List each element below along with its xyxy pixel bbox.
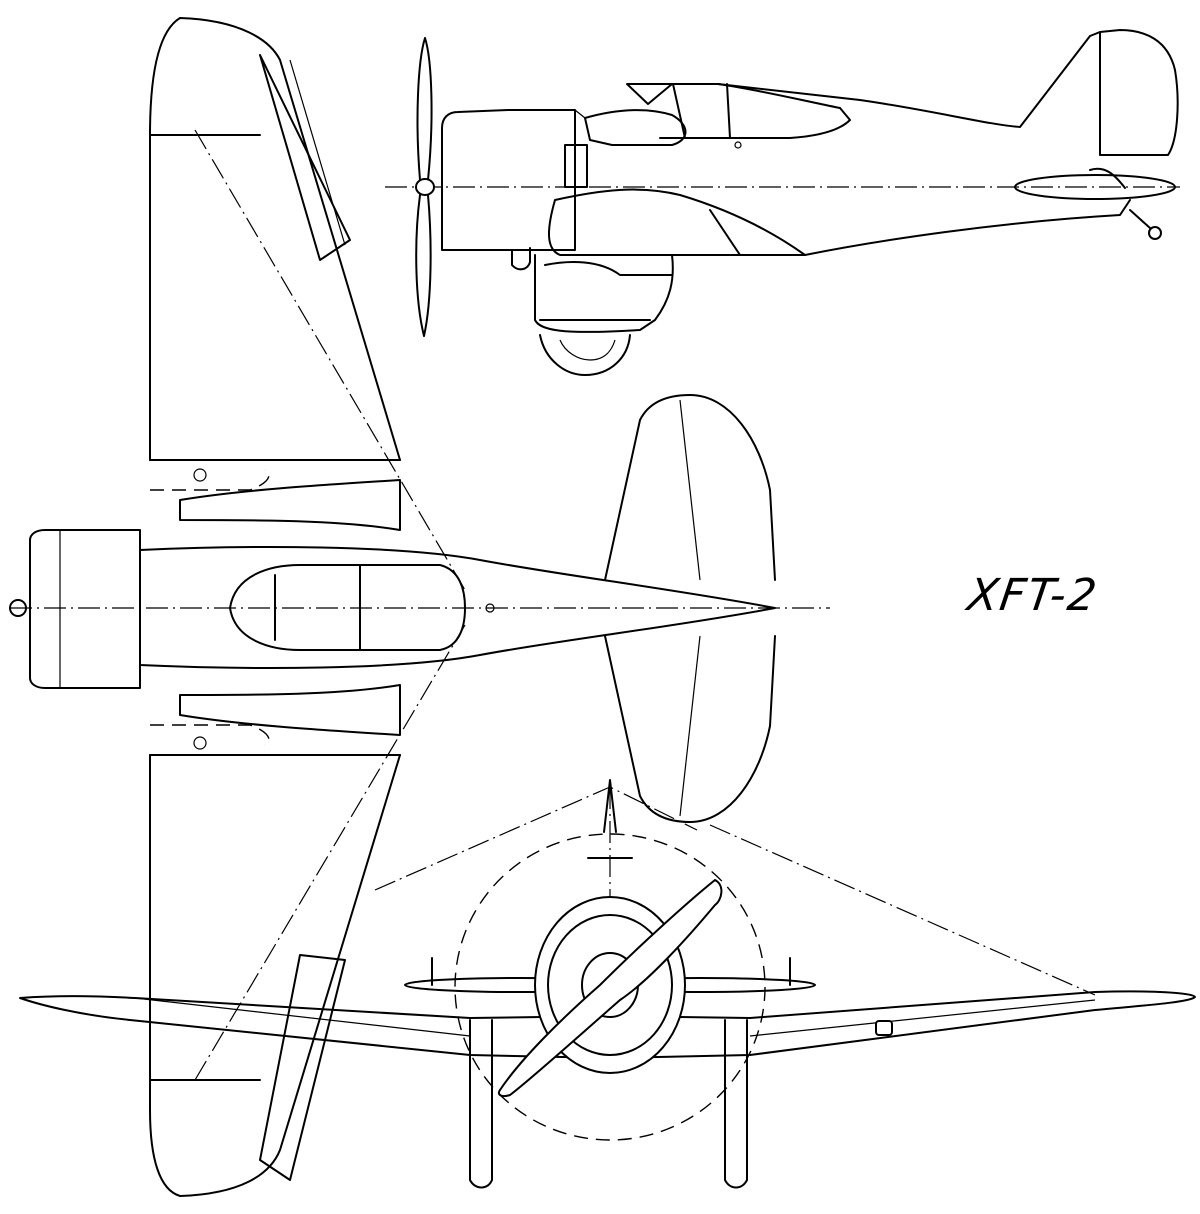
aircraft-designation-label: XFT-2 — [964, 570, 1102, 621]
side-view — [385, 29, 1180, 376]
front-view — [19, 779, 1196, 1189]
